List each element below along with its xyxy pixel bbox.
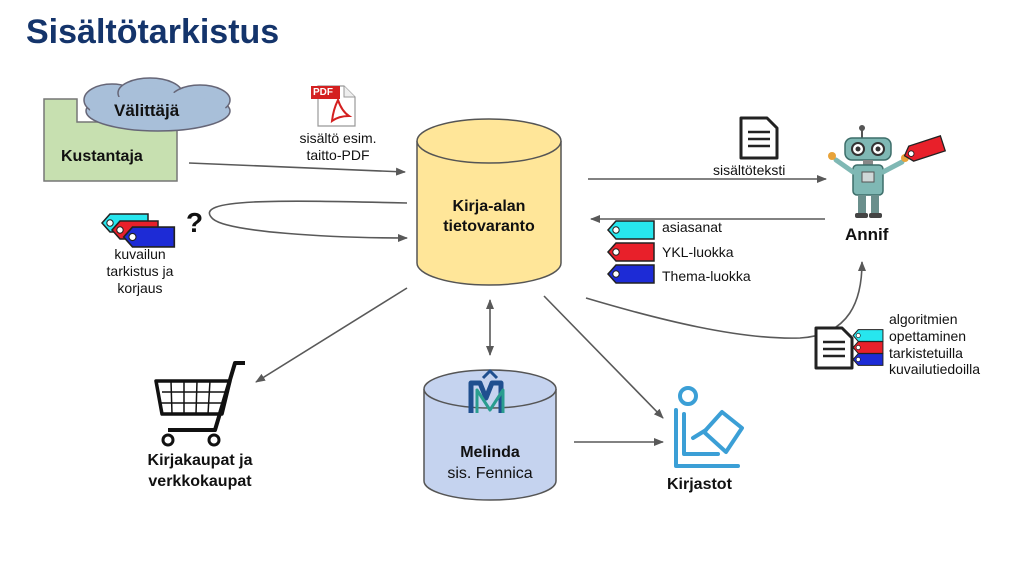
training-label-line2: opettaminen <box>889 327 967 344</box>
training-label-line4: kuvailutiedoilla <box>889 361 981 378</box>
training-label: algoritmien opettaminen tarkistetuilla k… <box>889 311 980 378</box>
content-label-line2: taitto-PDF <box>306 146 370 163</box>
training-label-line3: tarkistetuilla <box>889 344 963 361</box>
library-reader-icon <box>674 386 744 468</box>
tag-label-ykl: YKL-luokka <box>662 244 734 260</box>
check-label-line1: kuvailun <box>114 246 166 262</box>
arrows <box>188 162 866 446</box>
check-label: kuvailun tarkistus ja korjaus <box>96 246 184 296</box>
bookstores-label-line2: verkkokaupat <box>148 472 252 490</box>
publisher-label: Kustantaja <box>61 148 143 165</box>
database-label-line1: Kirja-alan <box>452 198 526 215</box>
tag-label-subjects: asiasanat <box>662 219 722 235</box>
distributor-label: Välittäjä <box>114 101 180 120</box>
libraries-label: Kirjastot <box>667 476 732 493</box>
database-cylinder <box>416 118 562 286</box>
bookstores-label: Kirjakaupat ja verkkokaupat <box>120 451 280 493</box>
robot-icon <box>828 125 909 218</box>
check-label-line3: korjaus <box>117 279 163 296</box>
distributor-cloud <box>83 77 231 132</box>
document-icon <box>739 116 779 160</box>
page-title: Sisältötarkistus <box>26 13 280 51</box>
melinda-subtitle: sis. Fennica <box>447 465 533 482</box>
content-label-line1: sisältö esim. <box>299 130 377 146</box>
melinda-logo <box>468 369 505 413</box>
check-label-line2: tarkistus ja <box>106 262 174 279</box>
pdf-icon <box>311 85 356 127</box>
document-icon <box>814 326 854 370</box>
tag-icon <box>852 329 884 366</box>
pdf-badge-label: PDF <box>313 87 333 98</box>
content-label: sisältö esim. taitto-PDF <box>283 130 393 164</box>
tag-label-thema: Thema-luokka <box>662 268 751 284</box>
question-mark: ? <box>186 207 204 238</box>
shopping-cart-icon <box>154 361 245 447</box>
bookstores-label-line1: Kirjakaupat ja <box>147 452 253 469</box>
database-label-line2: tietovaranto <box>443 218 535 235</box>
database-label: Kirja-alan tietovaranto <box>417 197 561 237</box>
content-text-label: sisältöteksti <box>713 162 786 178</box>
annif-label: Annif <box>845 225 889 244</box>
tag-icon <box>101 213 176 248</box>
melinda-title: Melinda <box>460 444 520 461</box>
training-label-line1: algoritmien <box>889 311 958 327</box>
tag-icon <box>607 220 655 284</box>
